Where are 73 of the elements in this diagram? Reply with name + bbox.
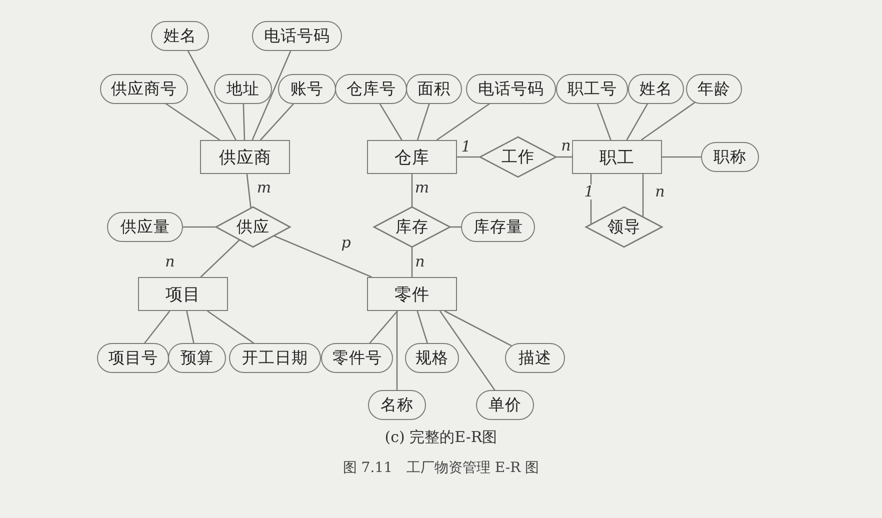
node-label: 职称 [714,146,746,168]
node-label: 姓名 [640,78,672,100]
entity-box [572,140,662,174]
node-label: 预算 [180,348,214,368]
connector-line [439,310,496,392]
node-label: 项目 [166,284,200,306]
figure-caption: 图 7.11 工厂物资管理 E-R 图 [342,460,540,476]
connector-line [416,104,430,140]
relationship-diamond [480,137,556,177]
connector-line [144,310,170,344]
entity-box [367,140,457,174]
connector-line [200,239,240,278]
node-label: 描述 [518,348,552,368]
node-label: 开工日期 [242,348,308,368]
node-label: 职工 [600,146,634,168]
node-label: 账号 [290,78,324,100]
node-label: 供应商 [218,146,272,168]
connector-line [457,156,480,158]
connector-line [626,103,648,140]
connector-line [436,102,492,141]
connector-line [207,310,256,345]
connector-line [252,50,292,140]
entity-box [367,277,457,311]
node-label: 姓名 [164,26,196,46]
node-label: 职工号 [567,78,617,100]
connector-line [242,104,246,140]
connector-line [642,174,644,217]
node-label: 供应量 [120,216,170,238]
node-label: 单价 [488,394,522,416]
node-label: 电话号码 [478,78,544,100]
entity-box [200,140,290,174]
connector-line [662,156,701,158]
connector-line [368,310,398,344]
node-label: 电话号码 [264,26,330,46]
relationship-diamond [216,207,290,247]
entity-box [138,277,228,311]
connector-line [379,103,402,140]
connector-line [590,174,592,224]
node-label: 领导 [608,216,640,238]
connector-line [187,50,236,140]
connector-line [640,100,698,141]
connector-line [411,174,413,207]
connector-line [246,174,252,208]
relationship-diamond [586,207,662,247]
node-label: 规格 [416,348,448,368]
connector-line [416,310,428,344]
node-label: 项目号 [108,348,158,368]
node-label: 供应 [236,216,270,238]
node-label: 零件号 [332,348,382,368]
connector-line [164,102,220,141]
connector-line [596,104,612,140]
node-label: 库存 [396,216,428,238]
connector-line [556,156,572,158]
node-label: 年龄 [698,78,730,100]
node-label: 地址 [226,78,260,100]
node-label: 仓库号 [346,78,396,100]
connector-line [396,311,398,390]
connector-line [186,310,194,344]
connector-line [450,226,461,228]
subfigure-caption: (c) 完整的E-R图 [384,428,498,446]
node-label: 库存量 [473,216,523,238]
node-label: 供应商号 [111,78,177,100]
node-label: 名称 [380,394,414,416]
cardinality-label: 1 [583,184,595,200]
connector-line [183,226,216,228]
connector-line [411,247,413,277]
node-label: 零件 [394,284,430,306]
connector-line [274,235,372,278]
connector-line [260,102,296,140]
relationship-diamond [374,207,450,247]
node-label: 工作 [502,146,534,168]
node-label: 仓库 [394,146,430,168]
node-label: 面积 [418,78,450,100]
